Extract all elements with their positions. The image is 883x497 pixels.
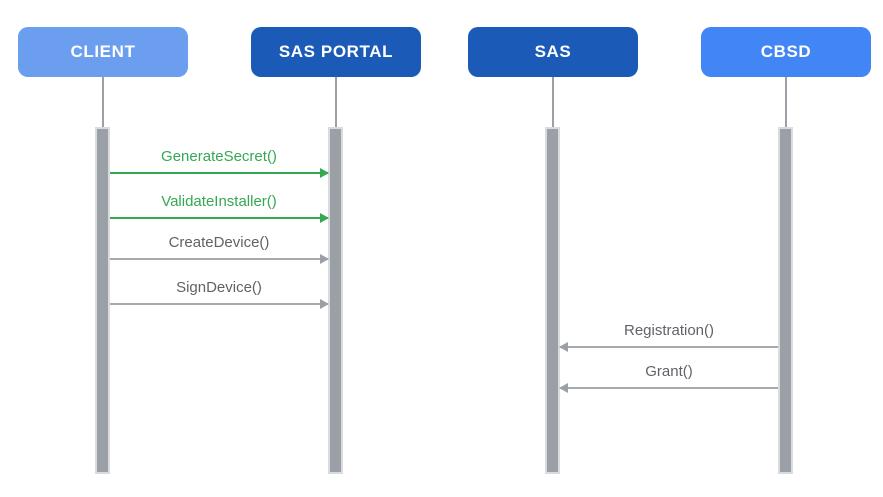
message-label: Registration() xyxy=(623,322,715,339)
message-arrow-line xyxy=(110,168,329,178)
actor-box-sas-portal: SAS PORTAL xyxy=(251,27,421,77)
message-label: Grant() xyxy=(645,363,693,380)
message-arrow-line xyxy=(559,383,778,393)
actor-box-client: CLIENT xyxy=(18,27,188,77)
actor-box-cbsd: CBSD xyxy=(701,27,871,77)
lifeline-sas xyxy=(552,77,554,127)
lifeline-cbsd xyxy=(785,77,787,127)
message-arrow-line xyxy=(110,254,329,264)
arrow-left-icon xyxy=(559,342,568,352)
message-label: SignDevice() xyxy=(176,279,262,296)
message-label: GenerateSecret() xyxy=(161,148,277,165)
message-arrow-line xyxy=(110,213,329,223)
actor-box-sas: SAS xyxy=(468,27,638,77)
message-sign-device: SignDevice() xyxy=(110,279,329,309)
activation-bar-cbsd xyxy=(778,127,793,474)
activation-bar-client xyxy=(95,127,110,474)
arrow-right-icon xyxy=(320,254,329,264)
message-label: CreateDevice() xyxy=(168,234,270,251)
message-arrow-line xyxy=(559,342,778,352)
message-arrow-line xyxy=(110,299,329,309)
arrow-right-icon xyxy=(320,168,329,178)
arrow-right-icon xyxy=(320,213,329,223)
message-create-device: CreateDevice() xyxy=(110,234,329,264)
actor-label-cbsd: CBSD xyxy=(760,42,812,61)
arrow-left-icon xyxy=(559,383,568,393)
lifeline-sas-portal xyxy=(335,77,337,127)
message-generate-secret: GenerateSecret() xyxy=(110,148,329,178)
message-validate-installer: ValidateInstaller() xyxy=(110,193,329,223)
message-label: ValidateInstaller() xyxy=(161,193,277,210)
arrow-right-icon xyxy=(320,299,329,309)
activation-bar-sas xyxy=(545,127,560,474)
actor-label-client: CLIENT xyxy=(70,42,136,61)
actor-label-sas: SAS xyxy=(534,42,572,61)
message-grant: Grant() xyxy=(559,363,778,393)
actor-label-sas-portal: SAS PORTAL xyxy=(278,42,394,61)
activation-bar-sas-portal xyxy=(328,127,343,474)
lifeline-client xyxy=(102,77,104,127)
message-registration: Registration() xyxy=(559,322,778,352)
